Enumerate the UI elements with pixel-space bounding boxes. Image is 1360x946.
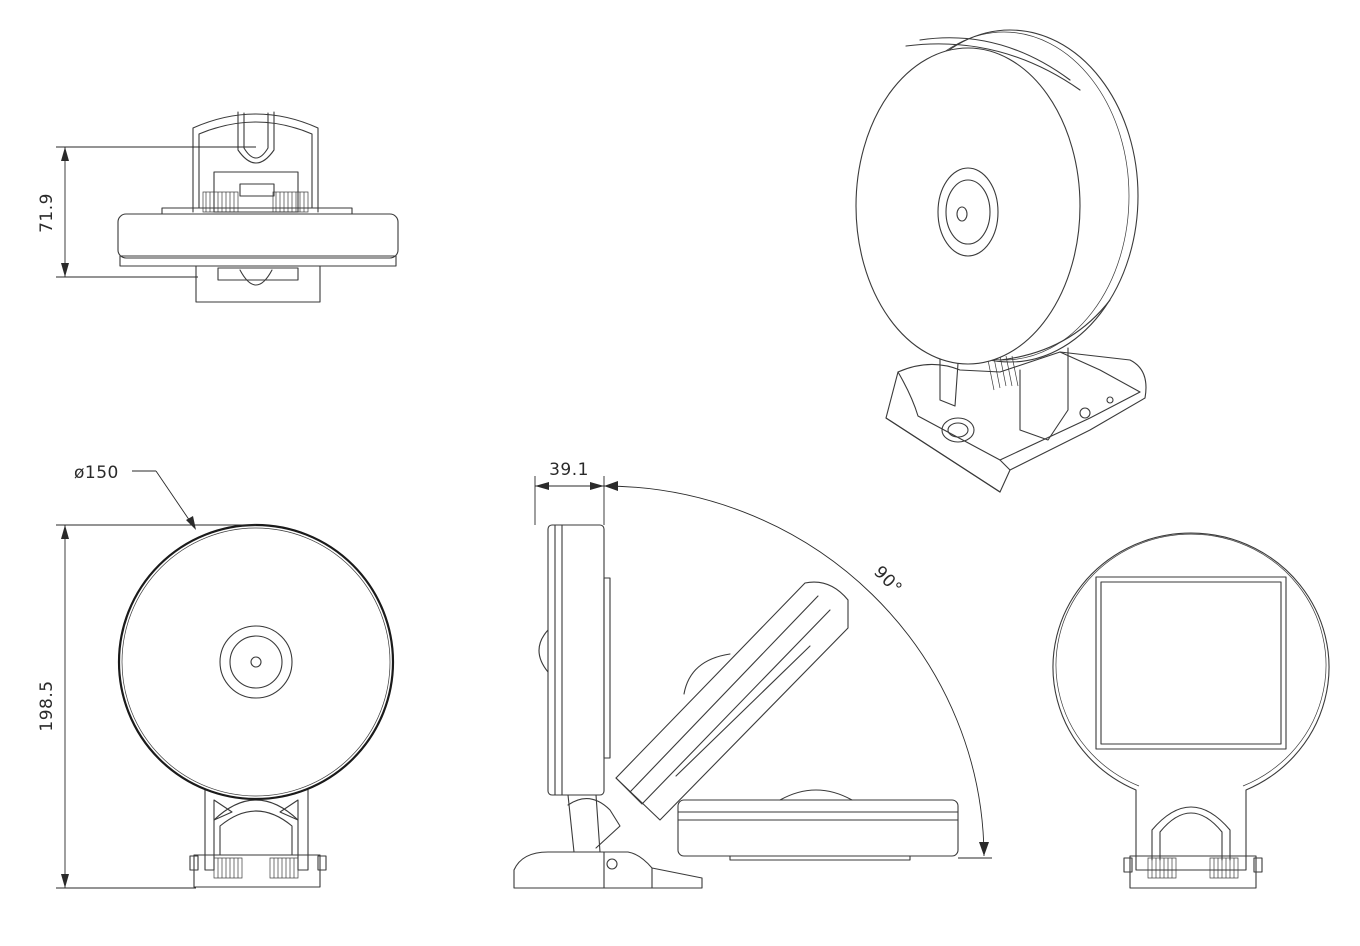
- dimension-71-9: 71.9: [37, 146, 256, 278]
- dimension-label-198-5: 198.5: [37, 680, 57, 731]
- front-view: [117, 523, 395, 888]
- dimension-label-dia-150: ø150: [74, 463, 119, 483]
- side-view: [513, 524, 959, 889]
- dimension-label-90: 90°: [869, 562, 905, 599]
- dimension-198-5: 198.5: [37, 524, 256, 889]
- top-view: [117, 111, 399, 303]
- isometric-view: [855, 29, 1147, 493]
- rear-view: [1052, 532, 1330, 889]
- dimension-label-71-9: 71.9: [37, 193, 57, 233]
- dimension-39-1: 39.1: [534, 460, 605, 525]
- dimension-dia-150: ø150: [74, 463, 196, 530]
- dimension-label-39-1: 39.1: [549, 460, 589, 480]
- dimension-angle-90: 90°: [603, 481, 992, 859]
